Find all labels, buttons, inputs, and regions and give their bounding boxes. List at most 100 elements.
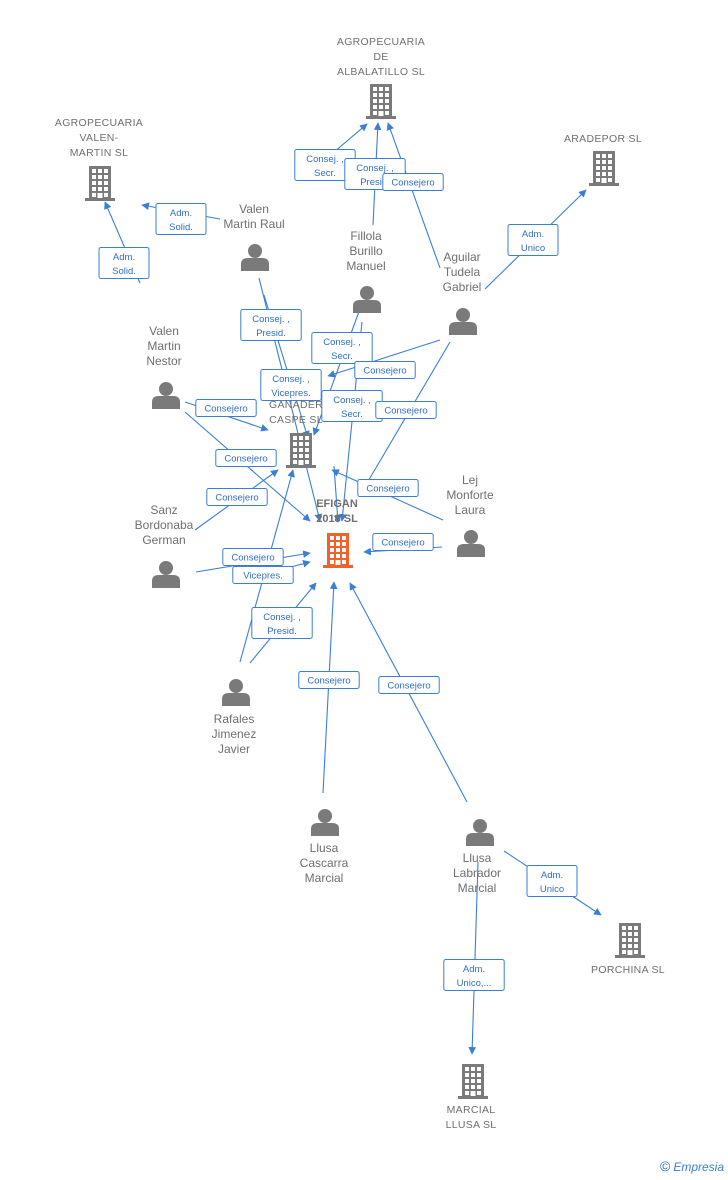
node-label: LLUSA SL <box>446 1119 497 1131</box>
relationship-label[interactable]: Consej. ,Presid. <box>251 607 313 639</box>
relationship-label[interactable]: Adm.Unico <box>507 224 559 256</box>
relationship-label[interactable]: Consej. ,Secr. <box>294 149 356 181</box>
node-label: Sanz <box>150 503 177 517</box>
relationship-label-box <box>372 533 434 551</box>
node-label: Tudela <box>444 265 481 279</box>
node-label: CASPE SL <box>269 414 323 426</box>
relationship-label-text: Consejero <box>307 676 350 687</box>
node-aradepor[interactable]: ARADEPOR SL <box>564 133 642 186</box>
node-label: Fillola <box>350 229 382 243</box>
node-label: Monforte <box>446 488 494 502</box>
relationship-label[interactable]: Adm.Unico,... <box>443 959 505 991</box>
relationship-label-box <box>260 369 322 401</box>
person-icon <box>449 308 477 335</box>
node-label: Marcial <box>458 881 497 895</box>
relationship-label-box <box>222 548 284 566</box>
node-label: Llusa <box>463 851 492 865</box>
node-label: DE <box>373 51 388 63</box>
node-label: Cascarra <box>300 856 349 870</box>
relationship-label[interactable]: Vicepres. <box>232 566 294 584</box>
node-label: Llusa <box>310 841 339 855</box>
relationship-label[interactable]: Consejero <box>372 533 434 551</box>
relationship-label-text: Consej. , <box>252 314 290 325</box>
relationship-label[interactable]: Consej. ,Secr. <box>321 390 383 422</box>
person-icon <box>152 561 180 588</box>
relationship-label[interactable]: Consejero <box>195 399 257 417</box>
relationship-label-box <box>526 865 578 897</box>
relationship-label-box <box>378 676 440 694</box>
relationship-label-text: Secr. <box>331 351 353 362</box>
relationship-label-box <box>251 607 313 639</box>
relationship-label[interactable]: Consej. ,Vicepres. <box>260 369 322 401</box>
relationship-label[interactable]: Consejero <box>298 671 360 689</box>
building-icon <box>85 166 115 201</box>
relationship-label[interactable]: Consej. ,Presid. <box>240 309 302 341</box>
empresia-watermark: ©Empresia <box>660 1158 724 1174</box>
relationship-label[interactable]: Consejero <box>357 479 419 497</box>
relationship-label[interactable]: Consejero <box>378 676 440 694</box>
relationship-label-box <box>357 479 419 497</box>
relationship-label[interactable]: Consejero <box>222 548 284 566</box>
relationship-label-text: Consej. , <box>306 154 344 165</box>
relationship-label-box <box>382 173 444 191</box>
relationship-label[interactable]: Consejero <box>354 361 416 379</box>
relationship-label-text: Consejero <box>363 366 406 377</box>
relationship-label-box <box>206 488 268 506</box>
relationship-label-text: Consej. , <box>263 612 301 623</box>
relationship-label[interactable]: Adm.Solid. <box>155 203 207 235</box>
node-label: Jimenez <box>212 727 257 741</box>
relationship-label[interactable]: Adm.Solid. <box>98 247 150 279</box>
node-label: Rafales <box>214 712 255 726</box>
building-icon <box>615 923 645 958</box>
node-label: PORCHINA SL <box>591 964 665 976</box>
node-label: Martin <box>147 339 180 353</box>
relationship-label-box <box>443 959 505 991</box>
relationship-label[interactable]: Consejero <box>206 488 268 506</box>
relationship-label[interactable]: Consej. ,Secr. <box>311 332 373 364</box>
connection-line <box>386 122 441 269</box>
relationship-label-box <box>311 332 373 364</box>
relationship-label[interactable]: Consejero <box>382 173 444 191</box>
relationship-label[interactable]: Consejero <box>215 449 277 467</box>
relationship-label-text: Vicepres. <box>271 388 310 399</box>
building-icon <box>366 84 396 119</box>
relationship-label-text: Consejero <box>384 406 427 417</box>
relationship-label-box <box>298 671 360 689</box>
relationship-label[interactable]: Adm.Unico <box>526 865 578 897</box>
node-label: Manuel <box>346 259 385 273</box>
person-icon <box>457 530 485 557</box>
node-porchina[interactable]: PORCHINA SL <box>591 923 665 976</box>
node-label: Gabriel <box>443 280 482 294</box>
relationship-label[interactable]: Consejero <box>375 401 437 419</box>
relationship-label-text: Unico <box>540 884 564 895</box>
relationship-label-text: Vicepres. <box>243 571 282 582</box>
node-label: Lej <box>462 473 478 487</box>
relationship-label-text: Adm. <box>463 964 485 975</box>
relationship-label-text: Consejero <box>224 454 267 465</box>
person-icon <box>152 382 180 409</box>
connection-line <box>327 339 441 378</box>
node-label: Valen <box>239 202 269 216</box>
connection-line <box>468 861 479 1055</box>
brand-name: Empresia <box>673 1160 724 1174</box>
relationship-label-text: Consejero <box>204 404 247 415</box>
node-label: Bordonaba <box>135 518 194 532</box>
relationship-label-box <box>98 247 150 279</box>
relationship-label-text: Consejero <box>231 553 274 564</box>
node-label: Nestor <box>146 354 181 368</box>
